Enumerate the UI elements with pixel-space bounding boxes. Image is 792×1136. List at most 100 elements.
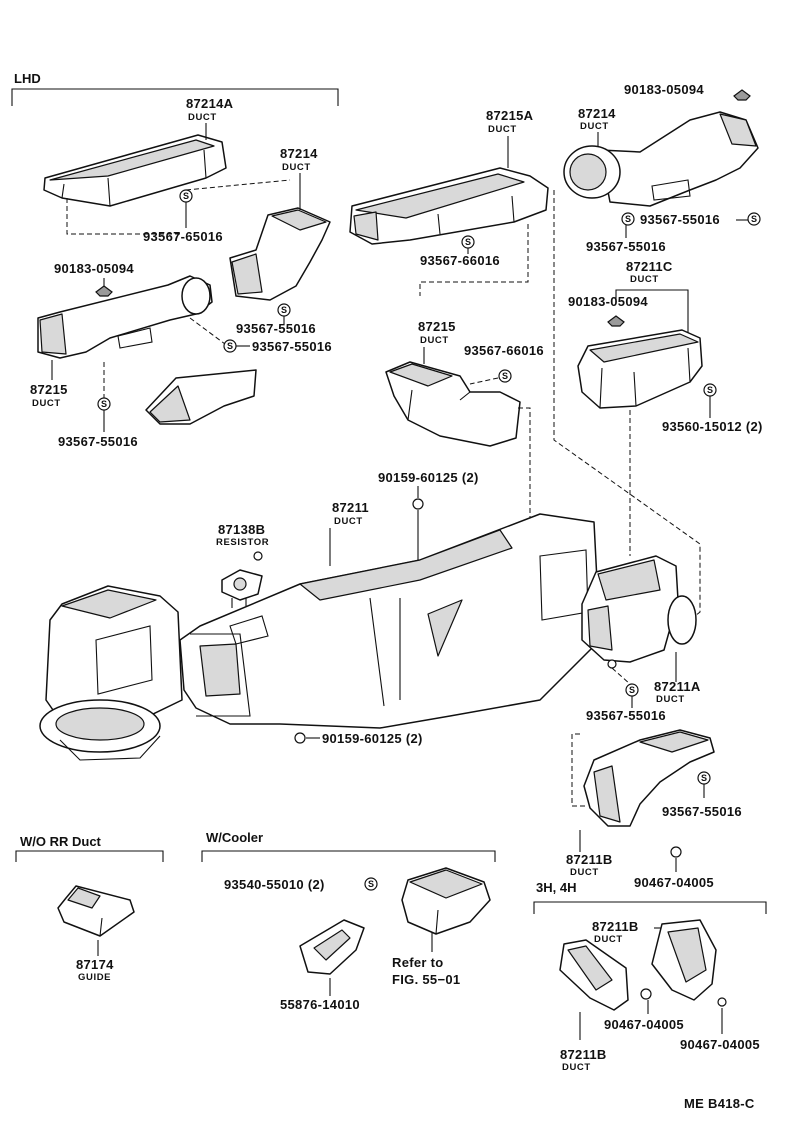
fastener-93560-15012: 93560-15012 (2) (662, 419, 763, 434)
part-name-87211b-3h-bottom: DUCT (562, 1062, 591, 1073)
duct-87214-lhd (229, 207, 331, 301)
fastener-90183-05094-lhd: 90183-05094 (54, 261, 134, 276)
fastener-93567-66016-a: 93567-66016 (420, 253, 500, 268)
bolt-icon (640, 988, 652, 1000)
part-name-87211c: DUCT (630, 274, 659, 285)
vent-piece (145, 369, 257, 425)
part-number-87211c: 87211C (626, 259, 673, 274)
part-name-87138b: RESISTOR (216, 537, 269, 548)
s-symbol: S (277, 303, 291, 317)
svg-text:S: S (707, 385, 713, 395)
fastener-93567-55016-lhd-a: 93567-55016 (236, 321, 316, 336)
s-symbol: S (179, 189, 193, 203)
duct-87211b-3h-right (651, 919, 717, 1001)
screw-icon (253, 551, 263, 561)
fastener-90183-05094-top: 90183-05094 (624, 82, 704, 97)
part-number-87215-lhd: 87215 (30, 382, 68, 397)
part-name-87211b: DUCT (570, 867, 599, 878)
section-label-wo-rr-duct: W/O RR Duct (20, 834, 102, 849)
section-label-3h-4h: 3H, 4H (536, 880, 576, 895)
svg-text:S: S (701, 773, 707, 783)
s-symbol: S (625, 683, 639, 697)
fastener-93567-55016-87211b: 93567-55016 (662, 804, 742, 819)
cooler-unit (401, 867, 491, 935)
duct-87215-lhd (37, 275, 213, 359)
fastener-90467-04005-3h-b: 90467-04005 (680, 1037, 760, 1052)
svg-text:S: S (227, 341, 233, 351)
duct-87215a (349, 167, 549, 245)
svg-text:S: S (183, 191, 189, 201)
bolt-icon (670, 846, 682, 858)
svg-text:S: S (502, 371, 508, 381)
fastener-90467-04005-main: 90467-04005 (634, 875, 714, 890)
part-name-87211b-3h-top: DUCT (594, 934, 623, 945)
svg-text:S: S (751, 214, 757, 224)
s-symbol: S (223, 339, 237, 353)
part-name-87215-lhd: DUCT (32, 398, 61, 409)
part-name-87174: GUIDE (78, 972, 111, 983)
fastener-93567-55016-lhd-c: 93567-55016 (58, 434, 138, 449)
duct-87211a (581, 555, 697, 663)
duct-87215 (385, 361, 521, 447)
part-number-87214-lhd: 87214 (280, 146, 318, 161)
fastener-90159-60125-top: 90159-60125 (2) (378, 470, 479, 485)
lhd-bracket (11, 88, 339, 106)
figure-code: ME B418-C (684, 1096, 755, 1111)
part-number-87214: 87214 (578, 106, 616, 121)
blower-motor-assembly (39, 585, 183, 761)
part-number-87174: 87174 (76, 957, 114, 972)
gasket-55876-14010 (299, 919, 365, 975)
svg-text:S: S (281, 305, 287, 315)
clip-icon (95, 285, 113, 297)
screw-icon (607, 659, 617, 669)
part-name-87214: DUCT (580, 121, 609, 132)
part-number-87211b: 87211B (566, 852, 613, 867)
part-number-87211a: 87211A (654, 679, 701, 694)
fastener-93567-55016-87214-a: 93567-55016 (640, 212, 720, 227)
bolt-icon (412, 498, 424, 510)
s-symbol: S (461, 235, 475, 249)
duct-87211b (583, 729, 715, 827)
svg-text:S: S (101, 399, 107, 409)
fastener-90467-04005-3h-a: 90467-04005 (604, 1017, 684, 1032)
section-label-w-cooler: W/Cooler (206, 830, 263, 845)
fastener-90159-60125-bottom: 90159-60125 (2) (322, 731, 423, 746)
part-number-87215a: 87215A (486, 108, 534, 123)
fastener-90183-05094-c: 90183-05094 (568, 294, 648, 309)
part-name-87215a: DUCT (488, 124, 517, 135)
s-symbol: S (703, 383, 717, 397)
part-number-87211b-3h-top: 87211B (592, 919, 639, 934)
s-symbol: S (697, 771, 711, 785)
part-number-87215: 87215 (418, 319, 456, 334)
part-number-87211: 87211 (332, 500, 369, 515)
clip-icon (733, 89, 751, 101)
part-name-87211a: DUCT (656, 694, 685, 705)
fastener-93567-55016-87214-b: 93567-55016 (586, 239, 666, 254)
heater-unit-case (179, 513, 601, 729)
fastener-93567-66016-b: 93567-66016 (464, 343, 544, 358)
fastener-93567-65016: 93567-65016 (143, 229, 223, 244)
fastener-93567-55016-lhd-b: 93567-55016 (252, 339, 332, 354)
fastener-93567-55016-87211a: 93567-55016 (586, 708, 666, 723)
svg-text:S: S (465, 237, 471, 247)
s-symbol: S (621, 212, 635, 226)
part-name-87214a: DUCT (188, 112, 217, 123)
refer-line-1: Refer to (392, 955, 444, 970)
s-symbol: S (97, 397, 111, 411)
part-number-87214a: 87214A (186, 96, 234, 111)
duct-87214 (563, 111, 759, 207)
part-number-55876-14010: 55876-14010 (280, 997, 360, 1012)
svg-text:S: S (625, 214, 631, 224)
s-symbol: S (747, 212, 761, 226)
duct-87211b-3h-left (559, 939, 629, 1011)
clip-icon (607, 315, 625, 327)
part-number-87138b: 87138B (218, 522, 265, 537)
guide-87174 (57, 885, 135, 937)
duct-87211c (577, 329, 703, 409)
svg-text:S: S (368, 879, 374, 889)
refer-line-2: FIG. 55−01 (392, 972, 460, 987)
part-name-87214-lhd: DUCT (282, 162, 311, 173)
bolt-icon (294, 732, 306, 744)
bolt-icon (717, 997, 727, 1007)
part-name-87211: DUCT (334, 516, 363, 527)
